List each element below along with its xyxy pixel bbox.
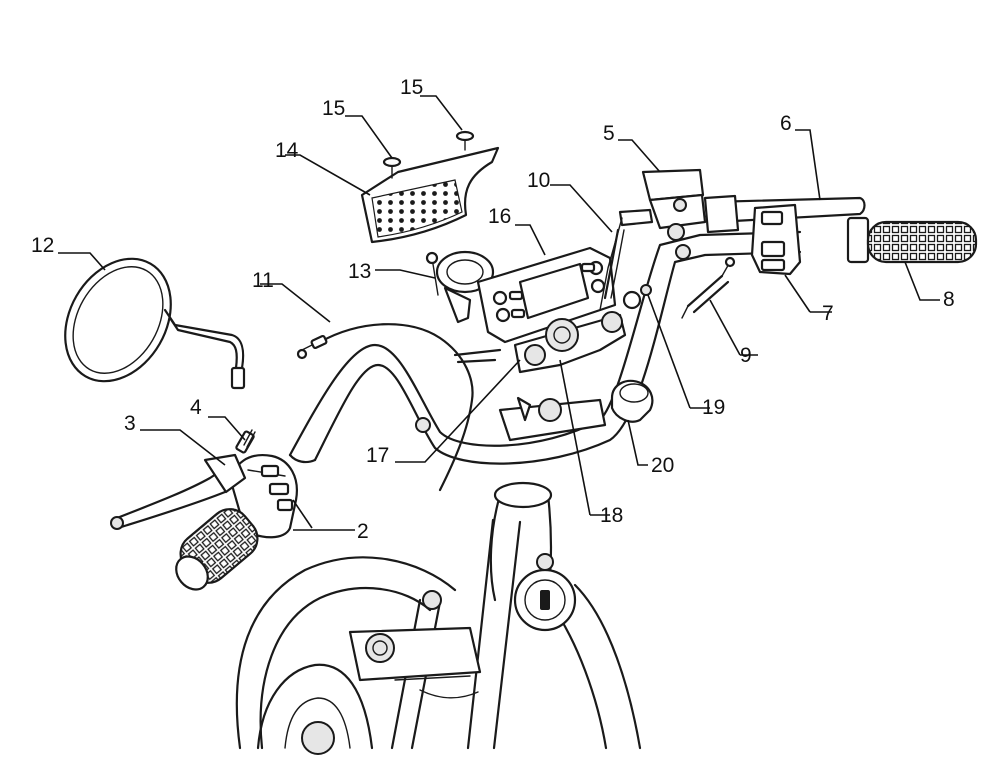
cable-end [681, 256, 736, 319]
callout-3: 3 [124, 412, 136, 435]
callout-8: 8 [943, 288, 955, 311]
callout-5: 5 [603, 122, 615, 145]
callout-15b: 15 [400, 76, 423, 99]
callout-4: 4 [190, 396, 202, 419]
front-wheel [256, 663, 374, 750]
callout-12: 12 [31, 234, 54, 257]
right-grip [846, 216, 978, 264]
mirror [64, 257, 246, 390]
callout-19: 19 [702, 396, 725, 419]
callout-20: 20 [651, 454, 674, 477]
callout-6: 6 [780, 112, 792, 135]
headstock-bracket [415, 311, 627, 442]
fork-right [466, 518, 495, 750]
callout-16: 16 [488, 205, 511, 228]
callout-9: 9 [740, 344, 752, 367]
brake-switch [235, 429, 256, 454]
ignition-switch [610, 379, 654, 423]
callout-17: 17 [366, 444, 389, 467]
left-switch-assembly [175, 454, 298, 591]
callout-2: 2 [357, 520, 369, 543]
callout-18: 18 [600, 504, 623, 527]
brake-hose [603, 228, 625, 300]
callout-labels: 2 3 4 5 6 7 8 9 10 11 12 13 14 15 15 16 … [31, 76, 955, 543]
right-switch [750, 203, 802, 276]
callout-7: 7 [822, 302, 834, 325]
brake-master-cylinder [599, 168, 707, 311]
scooter-body [235, 481, 642, 755]
callout-11: 11 [252, 269, 274, 292]
callout-15a: 15 [322, 97, 345, 120]
callout-13: 13 [348, 260, 371, 283]
screw-right [455, 130, 475, 151]
steering-column [489, 493, 502, 602]
callout-14: 14 [275, 139, 299, 162]
leg-shield [235, 556, 457, 750]
callout-10: 10 [527, 169, 550, 192]
nut [622, 284, 652, 310]
instrument-cover [360, 146, 500, 244]
leader-lines [58, 95, 940, 531]
left-brake-lever [110, 453, 247, 530]
